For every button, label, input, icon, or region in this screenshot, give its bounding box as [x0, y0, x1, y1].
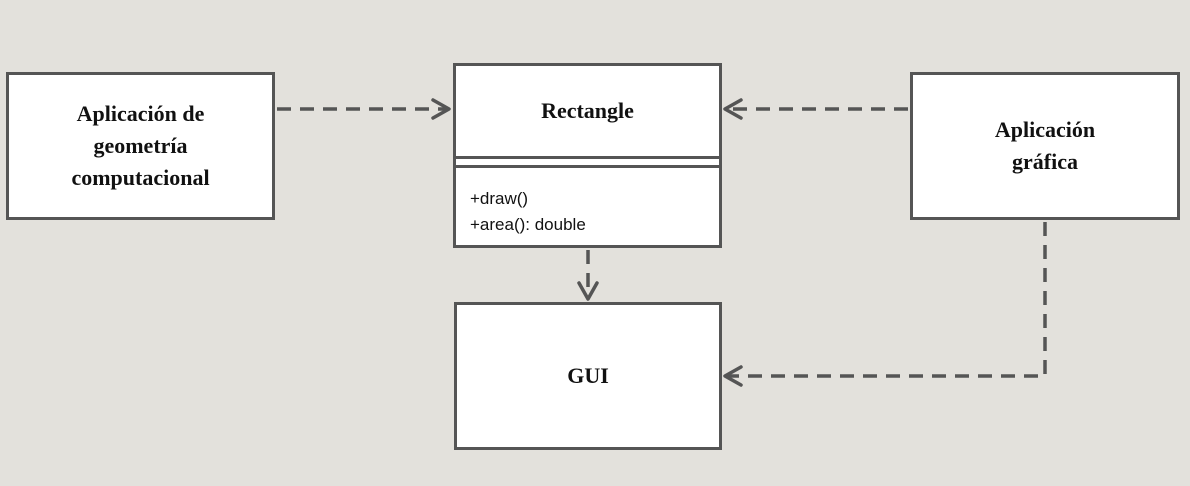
rectangle-class-name: Rectangle [541, 98, 634, 123]
arrowhead-gui-top [577, 281, 599, 301]
geometry-app-line-2: geometría [93, 133, 188, 158]
graphics-app-box: Aplicación gráfica [910, 72, 1180, 220]
graphics-app-label: Aplicación gráfica [995, 114, 1095, 178]
method-area: +area(): double [470, 215, 586, 234]
geometry-app-box: Aplicación de geometría computacional [6, 72, 275, 220]
method-draw: +draw() [470, 189, 529, 208]
class-divider-bottom [456, 165, 719, 168]
arrowhead-rectangle-right [723, 98, 743, 120]
class-divider-top [456, 156, 719, 159]
geometry-app-line-3: computacional [71, 165, 210, 190]
gui-label: GUI [567, 363, 609, 388]
arrowhead-gui-right [723, 365, 743, 387]
rectangle-methods: +draw() +area(): double [470, 186, 586, 238]
geometry-app-line-1: Aplicación de [76, 101, 205, 126]
graphics-app-line-1: Aplicación [994, 117, 1096, 142]
edge-graphics-to-gui [728, 222, 1047, 378]
graphics-app-line-2: gráfica [1012, 149, 1078, 174]
arrowhead-rectangle-left [431, 98, 451, 120]
gui-box: GUI [454, 302, 722, 450]
geometry-app-label: Aplicación de geometría computacional [71, 98, 209, 194]
rectangle-class-box: Rectangle +draw() +area(): double [453, 63, 722, 248]
